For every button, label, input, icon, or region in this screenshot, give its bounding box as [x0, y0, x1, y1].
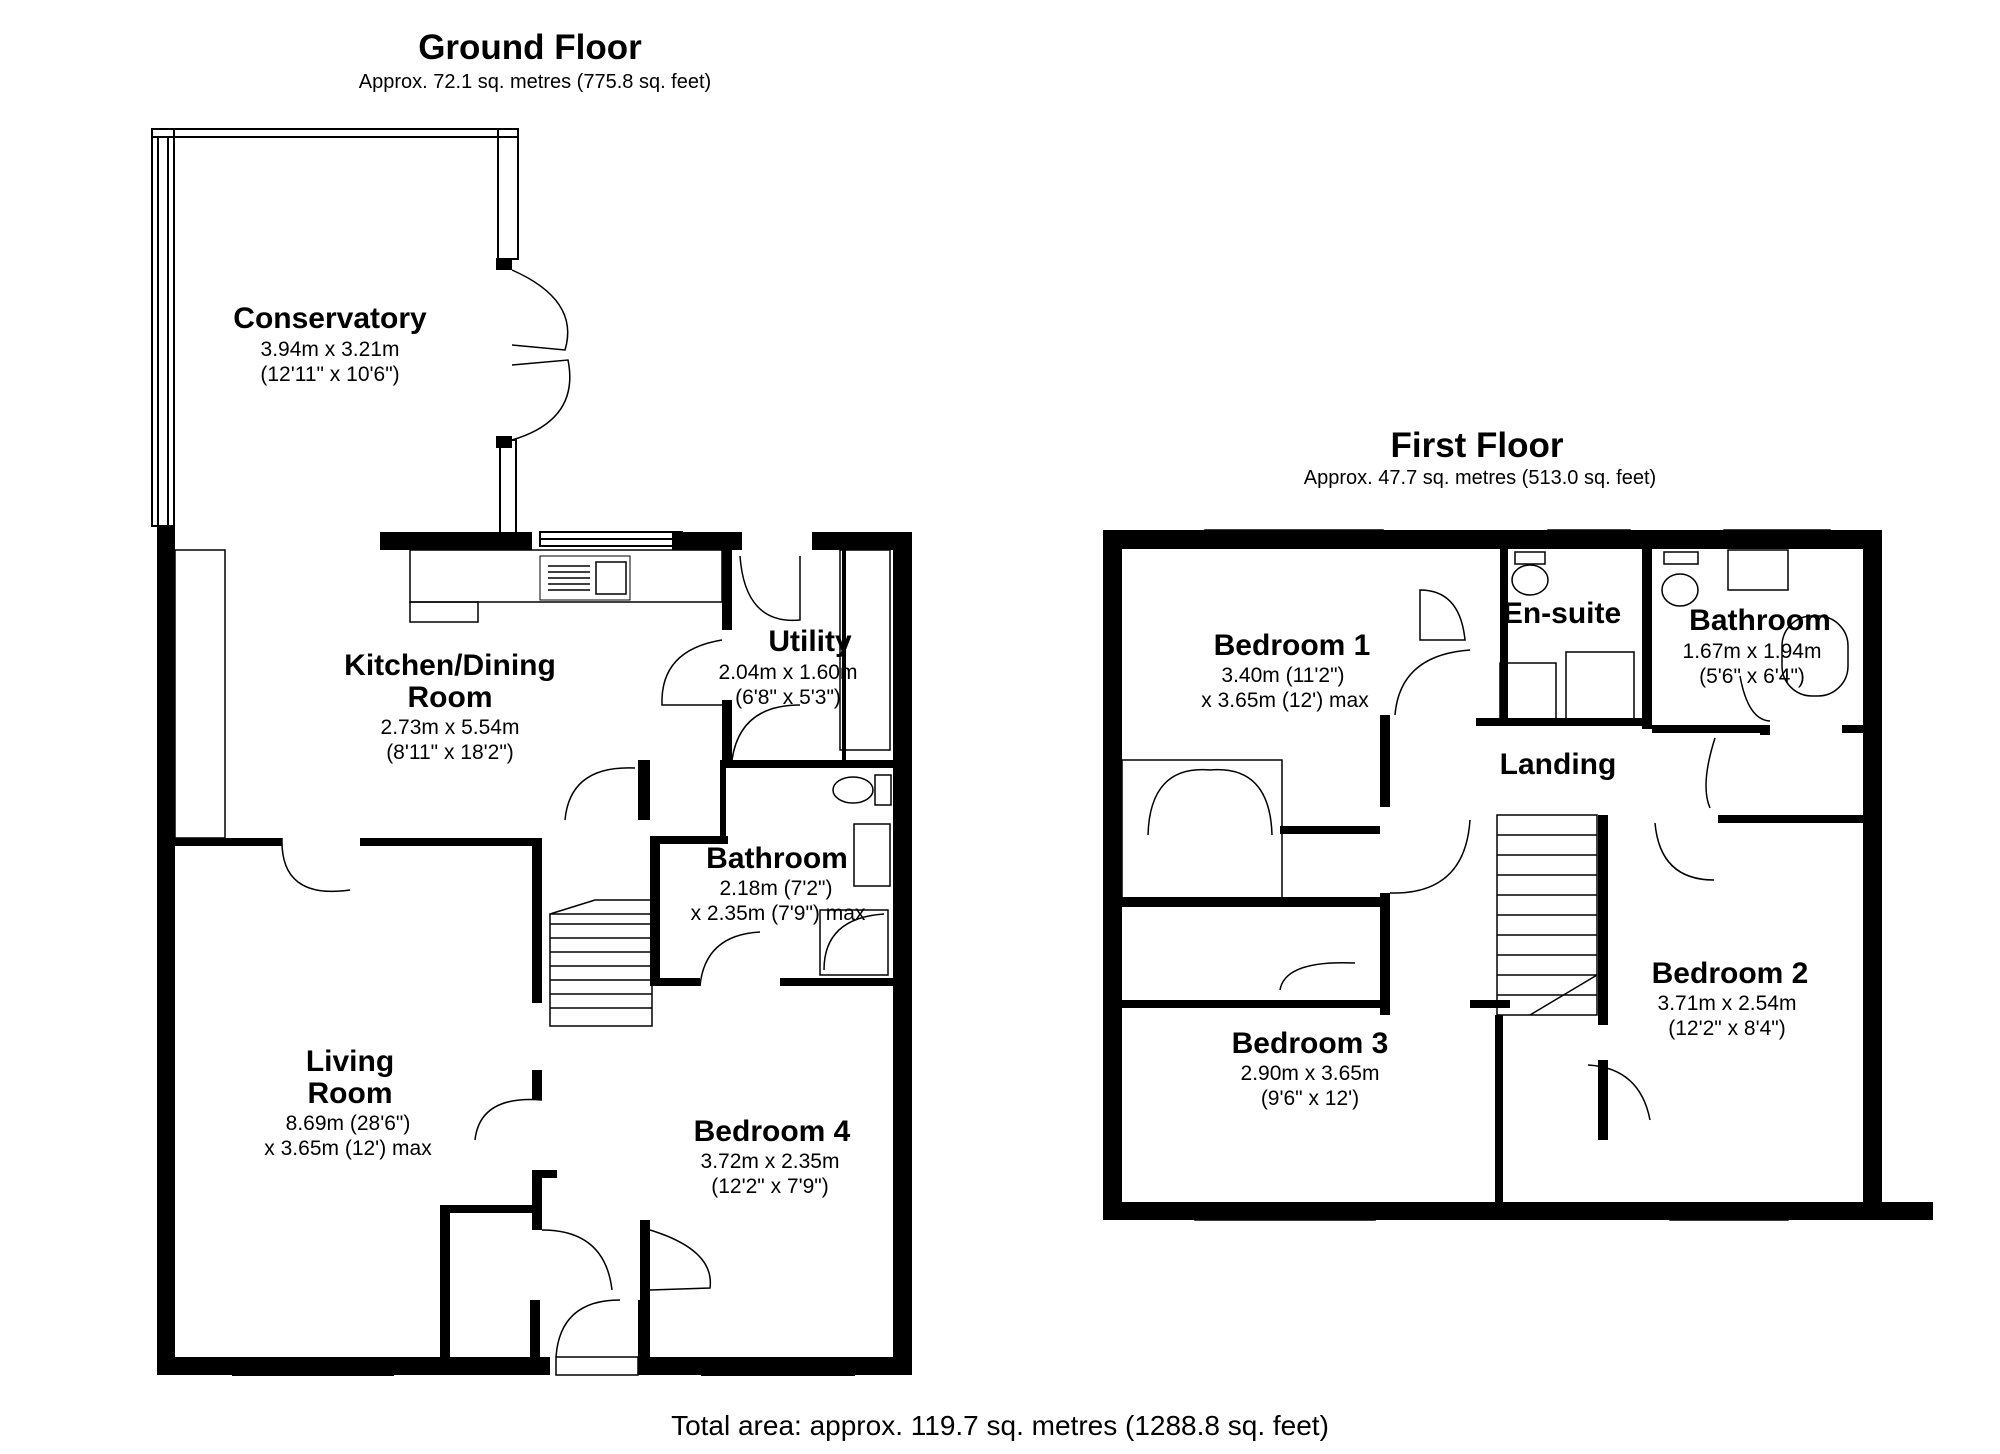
room-dims: 3.94m x 3.21m	[261, 338, 400, 361]
room-ground-bathroom: Bathroom 2.18m (7'2") x 2.35m (7'9") max	[691, 842, 866, 925]
room-living: Living Room 8.69m (28'6") x 3.65m (12') …	[264, 1045, 432, 1160]
room-name: Landing	[1500, 748, 1617, 781]
room-bedroom2: Bedroom 2 3.71m x 2.54m (12'2" x 8'4")	[1652, 957, 1809, 1040]
room-dims: (8'11" x 18'2")	[386, 741, 514, 764]
room-conservatory: Conservatory 3.94m x 3.21m (12'11" x 10'…	[233, 302, 427, 386]
room-dims: x 3.65m (12') max	[264, 1137, 432, 1160]
room-bedroom3: Bedroom 3 2.90m x 3.65m (9'6" x 12')	[1232, 1027, 1389, 1110]
first-doors	[1279, 589, 1771, 991]
ground-windows	[232, 531, 855, 1376]
room-dims: 2.90m x 3.65m	[1241, 1062, 1380, 1085]
room-dims: 2.73m x 5.54m	[381, 716, 520, 739]
first-floor-title: First Floor	[1390, 426, 1563, 465]
room-name: Room	[308, 1077, 393, 1110]
room-dims: 8.69m (28'6")	[286, 1112, 411, 1135]
ground-floor-area: Approx. 72.1 sq. metres (775.8 sq. feet)	[359, 71, 711, 93]
room-dims: (12'2" x 8'4")	[1668, 1017, 1785, 1040]
room-name: Bedroom 2	[1652, 957, 1809, 990]
room-first-bathroom: Bathroom 1.67m x 1.94m (5'6" x 6'4")	[1683, 604, 1831, 688]
room-utility: Utility 2.04m x 1.60m (6'8" x 5'3")	[719, 625, 858, 709]
room-dims: 3.40m (11'2")	[1221, 664, 1344, 687]
first-fixtures	[1121, 529, 1849, 1221]
room-name: En-suite	[1503, 597, 1621, 630]
ground-fixtures	[174, 549, 892, 1027]
room-name: Bedroom 4	[694, 1115, 851, 1148]
room-name: Room	[408, 681, 493, 714]
room-name: Bedroom 1	[1214, 629, 1371, 662]
ground-floor-title: Ground Floor	[418, 28, 642, 67]
room-bedroom4: Bedroom 4 3.72m x 2.35m (12'2" x 7'9")	[694, 1115, 851, 1198]
room-dims: (9'6" x 12')	[1261, 1087, 1359, 1110]
room-ensuite: En-suite	[1503, 597, 1621, 630]
room-dims: 3.71m x 2.54m	[1658, 992, 1797, 1015]
room-dims: x 3.65m (12') max	[1201, 689, 1369, 712]
room-dims: 1.67m x 1.94m	[1683, 640, 1822, 663]
room-bedroom1: Bedroom 1 3.40m (11'2") x 3.65m (12') ma…	[1201, 629, 1370, 712]
first-floor-area: Approx. 47.7 sq. metres (513.0 sq. feet)	[1304, 467, 1656, 489]
room-name: Kitchen/Dining	[344, 649, 556, 682]
room-dims: x 2.35m (7'9") max	[691, 902, 866, 925]
room-name: Bedroom 3	[1232, 1027, 1389, 1060]
room-landing: Landing	[1500, 748, 1617, 781]
room-dims: 2.18m (7'2")	[719, 877, 832, 900]
total-area: Total area: approx. 119.7 sq. metres (12…	[671, 1410, 1329, 1441]
room-dims: (12'2" x 7'9")	[711, 1175, 828, 1198]
ground-floor-walls	[151, 128, 912, 1376]
room-dims: (5'6" x 6'4")	[1699, 665, 1805, 688]
room-name: Living	[306, 1045, 394, 1078]
room-name: Bathroom	[1689, 604, 1831, 637]
room-dims: (12'11" x 10'6")	[260, 363, 399, 386]
room-name: Utility	[768, 625, 852, 658]
room-name: Conservatory	[233, 302, 427, 335]
ground-doors	[281, 269, 801, 1376]
room-dims: (6'8" x 5'3")	[735, 686, 841, 709]
room-dims: 3.72m x 2.35m	[701, 1150, 840, 1173]
room-dims: 2.04m x 1.60m	[719, 661, 858, 684]
room-name: Bathroom	[706, 842, 848, 875]
first-windows	[1194, 529, 1831, 1221]
room-kitchen: Kitchen/Dining Room 2.73m x 5.54m (8'11"…	[344, 649, 556, 764]
